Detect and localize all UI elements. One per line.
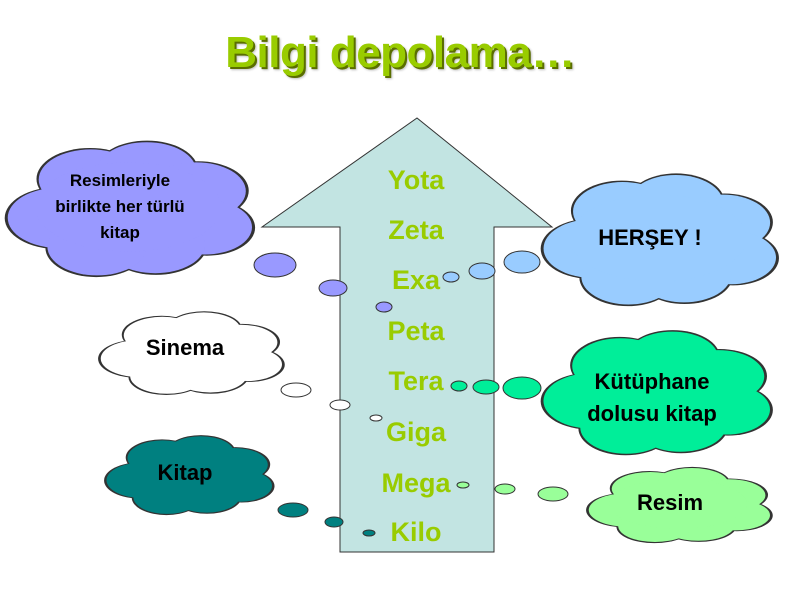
cloud-resim-label: Resim	[636, 490, 704, 515]
thought-bubble	[450, 380, 468, 392]
thought-bubble	[442, 271, 460, 283]
thought-bubble	[503, 250, 541, 274]
unit-yota: Yota	[387, 165, 445, 195]
thought-bubble	[253, 252, 297, 278]
unit-mega: Mega	[381, 468, 451, 498]
storage-arrow	[260, 117, 554, 553]
thought-bubble	[472, 379, 500, 395]
thought-bubble	[277, 502, 309, 518]
thought-bubble	[329, 399, 351, 411]
thought-bubble	[369, 414, 383, 422]
thought-bubble	[318, 279, 348, 297]
cloud-kutuphane-label: Kütüphane dolusu kitap	[587, 369, 717, 426]
thought-bubble	[362, 529, 376, 537]
slide-title: Bilgi depolama…	[225, 28, 575, 77]
thought-bubble	[456, 481, 470, 489]
cloud-kitap-label: Kitap	[157, 460, 213, 485]
thought-bubble	[537, 486, 569, 502]
thought-bubble	[494, 483, 516, 495]
cloud-sinema-label: Sinema	[145, 335, 225, 360]
unit-kilo: Kilo	[390, 517, 442, 547]
thought-bubble	[468, 262, 496, 280]
thought-bubble	[502, 376, 542, 400]
thought-bubble	[280, 382, 312, 398]
unit-exa: Exa	[391, 265, 441, 295]
unit-tera: Tera	[388, 366, 444, 396]
unit-zeta: Zeta	[388, 215, 444, 245]
cloud-resimleriyle-label: Resimleriyle birlikte her türlü kitap	[55, 171, 185, 242]
unit-giga: Giga	[385, 417, 446, 447]
thought-bubble	[324, 516, 344, 528]
thought-bubble	[375, 301, 393, 313]
unit-peta: Peta	[387, 316, 445, 346]
cloud-hersey-label: HERŞEY !	[598, 225, 702, 250]
